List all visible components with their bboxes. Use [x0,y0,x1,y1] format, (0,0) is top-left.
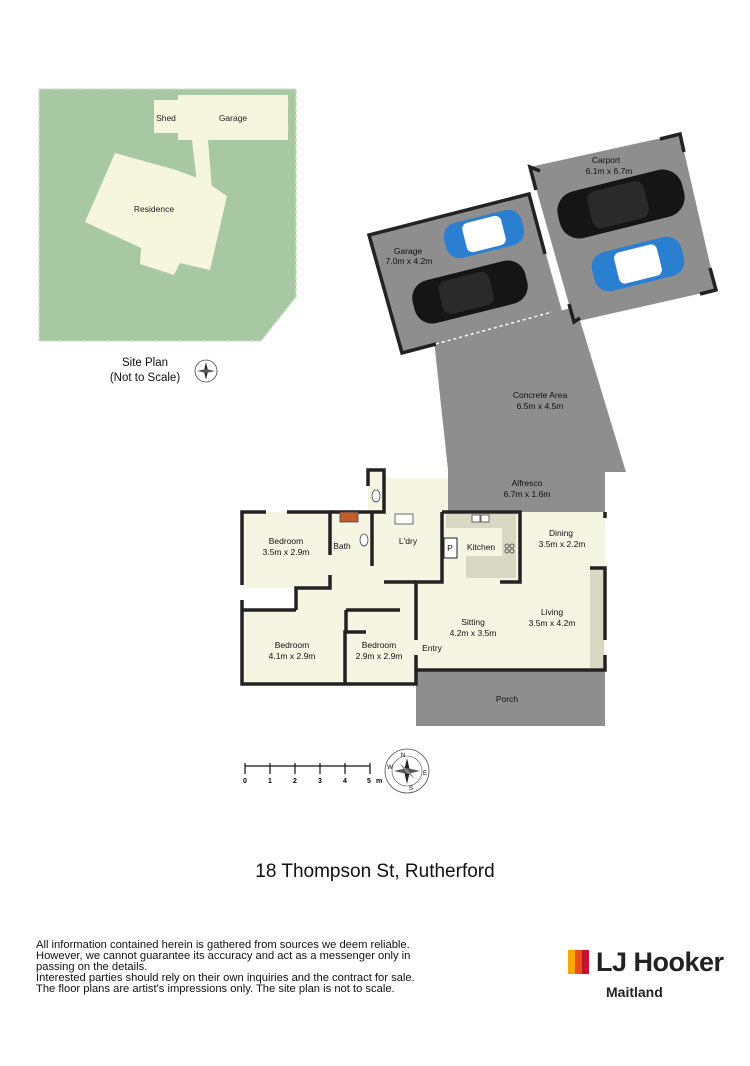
agency-office: Maitland [606,984,663,1000]
site-plan: Shed Garage Residence Site Plan (Not to … [38,88,297,384]
site-garage [178,95,288,140]
porch-slab [416,670,605,726]
car-icon [443,209,525,259]
site-plan-title: Site Plan [122,357,168,369]
sitting-dims: 4.2m x 3.5m [450,628,497,638]
dining-label: Dining [549,528,573,538]
agency-name: LJ Hooker [596,947,724,977]
scale-tick-label: 4 [343,778,347,785]
disclaimer-line: passing on the details. [36,961,148,973]
sitting-label: Sitting [461,617,485,627]
compass-n: N [401,753,405,759]
garage-dims: 7.0m x 4.2m [386,256,433,266]
house: Alfresco 6.7m x 1.6m Bedroom 3.5m x 2.9m… [240,468,607,726]
carport-label: Carport [592,155,621,165]
site-shed [154,100,178,133]
site-garage-label: Garage [219,113,248,123]
pantry-label: P [447,543,453,553]
alfresco-slab [448,472,605,512]
logo-bars-icon [568,950,590,974]
concrete-area [434,307,626,518]
porch-label: Porch [496,694,518,704]
compass-s: S [409,786,413,792]
agency-logo: LJ Hooker Maitland [568,946,724,1006]
cooktop [504,543,515,554]
bedroom2-label: Bedroom [275,640,310,650]
property-address: 18 Thompson St, Rutherford [255,861,495,882]
living-dims: 3.5m x 4.2m [529,618,576,628]
bedroom1-label: Bedroom [269,536,304,546]
site-compass-icon [194,359,218,383]
dining-dims: 3.5m x 2.2m [539,539,586,549]
bath-fixtures [339,489,414,547]
sink [471,514,490,523]
disclaimer-line: All information contained herein is gath… [36,939,410,951]
alfresco-label: Alfresco [512,478,543,488]
compass-w: W [387,765,393,771]
scale-tick-label: 3 [318,778,322,785]
bedroom3-dims: 2.9m x 2.9m [356,651,403,661]
pantry-box [443,537,458,559]
compass-rose-icon: N S E W [384,748,430,794]
living-label: Living [541,607,563,617]
car-icon [557,169,685,239]
disclaimer-line: Interested parties should rely on their … [36,972,415,984]
site-residence [85,153,227,275]
outbuildings: Carport 6.1m x 6.7m Garage 7.0m x 4.2m C… [366,131,719,518]
kitchen-label: Kitchen [467,542,496,552]
compass-e: E [423,771,427,777]
bath-label: Bath [333,541,351,551]
site-shed-label: Shed [156,113,176,123]
garage-label: Garage [394,246,423,256]
garage-door-line [435,311,553,345]
disclaimer-line: The floor plans are artist's impressions… [36,983,395,995]
carport-posts [527,131,719,325]
entry-label: Entry [422,643,443,653]
car-icon [412,260,528,324]
site-residence-label: Residence [134,204,174,214]
scale-unit-label: m [376,778,382,785]
house-floors [242,470,605,684]
bedroom2-dims: 4.1m x 2.9m [269,651,316,661]
alfresco-dims: 6.7m x 1.6m [504,489,551,499]
garage-wall [366,191,547,356]
bedroom1-dims: 3.5m x 2.9m [263,547,310,557]
disclaimer-line: However, we cannot guarantee its accurac… [36,950,411,962]
scale-tick-label: 2 [293,778,297,785]
scale-bar: 0 1 2 3 4 5 m [243,763,382,785]
laundry-label: L'dry [399,536,418,546]
concrete-label: Concrete Area [513,390,568,400]
scale-tick-label: 0 [243,778,247,785]
bedroom3-label: Bedroom [362,640,397,650]
scale-tick-label: 1 [268,778,272,785]
scale-tick-label: 5 [367,778,371,785]
site-plan-subtitle: (Not to Scale) [110,372,180,384]
car-icon [591,236,685,292]
concrete-dims: 6.5m x 4.5m [517,401,564,411]
disclaimer: All information contained herein is gath… [36,939,476,995]
carport-dims: 6.1m x 6.7m [586,166,633,176]
